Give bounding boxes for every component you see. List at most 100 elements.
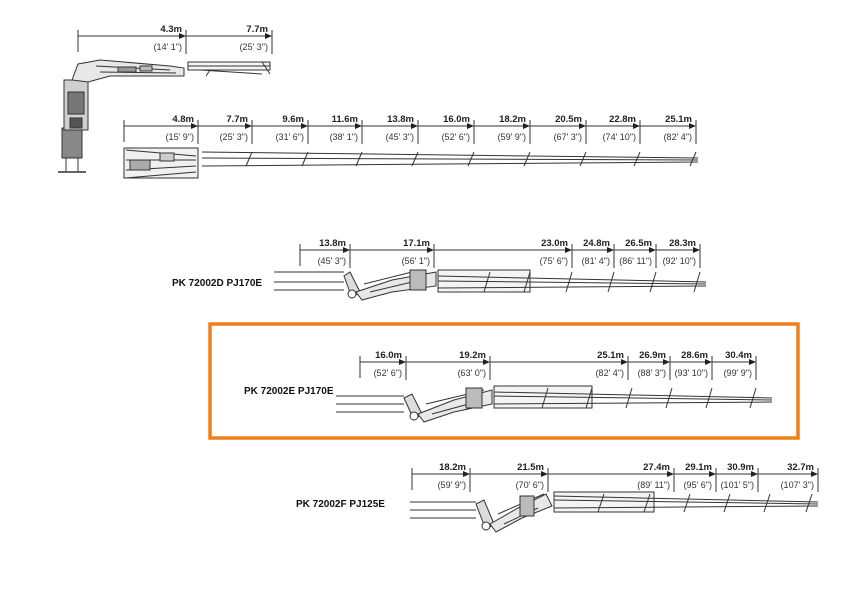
dim-metric-label: 21.5m <box>517 462 544 473</box>
dim-arrow <box>663 359 670 365</box>
dim-metric-label: 16.0m <box>375 350 402 361</box>
dim-arrow <box>427 247 434 253</box>
dim-imperial-label: (52' 6") <box>442 132 470 142</box>
dim-arrow <box>705 359 712 365</box>
dim-metric-label: 30.9m <box>727 462 754 473</box>
dim-imperial-label: (88' 3") <box>638 368 666 378</box>
dim-metric-label: 24.8m <box>583 238 610 249</box>
dim-imperial-label: (45' 3") <box>318 256 346 266</box>
dim-metric-label: 13.8m <box>387 114 414 125</box>
dim-imperial-label: (59' 9") <box>438 480 466 490</box>
dim-arrow <box>607 247 614 253</box>
model-label-pk72002f: PK 72002F PJ125E <box>296 499 385 510</box>
dim-imperial-label: (63' 0") <box>458 368 486 378</box>
dim-arrow <box>649 247 656 253</box>
dim-arrow <box>621 359 628 365</box>
dim-arrow <box>689 123 696 129</box>
dim-metric-label: 28.3m <box>669 238 696 249</box>
dim-arrow <box>693 247 700 253</box>
dim-arrow <box>467 123 474 129</box>
dim-arrow <box>749 359 756 365</box>
dim-imperial-label: (52' 6") <box>374 368 402 378</box>
dim-metric-label: 9.6m <box>282 114 304 125</box>
dim-arrow <box>343 247 350 253</box>
dim-metric-label: 28.6m <box>681 350 708 361</box>
dim-arrow <box>399 359 406 365</box>
dim-metric-label: 29.1m <box>685 462 712 473</box>
row2-boom-drawing <box>123 147 699 179</box>
dim-imperial-label: (74' 10") <box>603 132 636 142</box>
dim-arrow <box>411 123 418 129</box>
dim-imperial-label: (25' 3") <box>240 42 268 52</box>
dim-imperial-label: (59' 9") <box>498 132 526 142</box>
dim-metric-label: 25.1m <box>665 114 692 125</box>
dim-arrow <box>579 123 586 129</box>
highlight-frame[interactable] <box>208 322 800 440</box>
dim-metric-label: 20.5m <box>555 114 582 125</box>
dim-metric-label: 4.8m <box>172 114 194 125</box>
dim-imperial-label: (107' 3") <box>781 480 814 490</box>
dim-metric-label: 26.9m <box>639 350 666 361</box>
dim-metric-label: 25.1m <box>597 350 624 361</box>
dim-imperial-label: (75' 6") <box>540 256 568 266</box>
crane-column-drawing <box>58 59 271 173</box>
dim-imperial-label: (67' 3") <box>554 132 582 142</box>
dim-metric-label: 22.8m <box>609 114 636 125</box>
dim-imperial-label: (82' 4") <box>596 368 624 378</box>
dim-metric-label: 17.1m <box>403 238 430 249</box>
dim-arrow <box>667 471 674 477</box>
dim-metric-label: 7.7m <box>246 24 268 35</box>
dim-arrow <box>565 247 572 253</box>
dim-metric-label: 18.2m <box>499 114 526 125</box>
dim-imperial-label: (93' 10") <box>675 368 708 378</box>
dim-metric-label: 26.5m <box>625 238 652 249</box>
dim-metric-label: 4.3m <box>160 24 182 35</box>
dim-metric-label: 23.0m <box>541 238 568 249</box>
dim-arrow <box>191 123 198 129</box>
dim-imperial-label: (89' 11") <box>637 480 670 490</box>
dim-imperial-label: (86' 11") <box>619 256 652 266</box>
row4-boom-drawing <box>336 385 773 423</box>
dim-imperial-label: (95' 6") <box>684 480 712 490</box>
dim-metric-label: 19.2m <box>459 350 486 361</box>
dim-metric-label: 27.4m <box>643 462 670 473</box>
dim-imperial-label: (92' 10") <box>663 256 696 266</box>
dim-metric-label: 7.7m <box>226 114 248 125</box>
row5-boom-drawing <box>410 491 819 533</box>
dim-imperial-label: (14' 1") <box>154 42 182 52</box>
dim-arrow <box>265 33 272 39</box>
dim-imperial-label: (38' 1") <box>330 132 358 142</box>
dim-metric-label: 11.6m <box>332 114 358 125</box>
dim-metric-label: 32.7m <box>787 462 814 473</box>
dim-arrow <box>751 471 758 477</box>
dim-imperial-label: (70' 6") <box>516 480 544 490</box>
dimension-callouts: 4.3m (14' 1") 7.7m (25' 3") 4.8m (15' 9") 7.7m… <box>77 24 819 492</box>
dim-arrow <box>483 359 490 365</box>
dim-imperial-label: (82' 4") <box>664 132 692 142</box>
dim-arrow <box>179 33 186 39</box>
dim-imperial-label: (56' 1") <box>402 256 430 266</box>
model-label-pk72002e[interactable]: PK 72002E PJ170E <box>244 386 334 397</box>
dim-arrow <box>355 123 362 129</box>
dim-metric-label: 16.0m <box>443 114 470 125</box>
dim-imperial-label: (81' 4") <box>582 256 610 266</box>
dim-arrow <box>523 123 530 129</box>
dim-imperial-label: (101' 5") <box>721 480 754 490</box>
dim-arrow <box>463 471 470 477</box>
dim-imperial-label: (45' 3") <box>386 132 414 142</box>
dim-imperial-label: (15' 9") <box>166 132 194 142</box>
dim-arrow <box>709 471 716 477</box>
dim-arrow <box>301 123 308 129</box>
dim-arrow <box>541 471 548 477</box>
dim-arrow <box>811 471 818 477</box>
row3-boom-drawing <box>274 269 707 301</box>
dim-imperial-label: (31' 6") <box>276 132 304 142</box>
dim-arrow <box>633 123 640 129</box>
dim-arrow <box>245 123 252 129</box>
dim-imperial-label: (25' 3") <box>220 132 248 142</box>
dim-metric-label: 18.2m <box>439 462 466 473</box>
dim-metric-label: 13.8m <box>319 238 346 249</box>
model-label-pk72002d: PK 72002D PJ170E <box>172 278 262 289</box>
